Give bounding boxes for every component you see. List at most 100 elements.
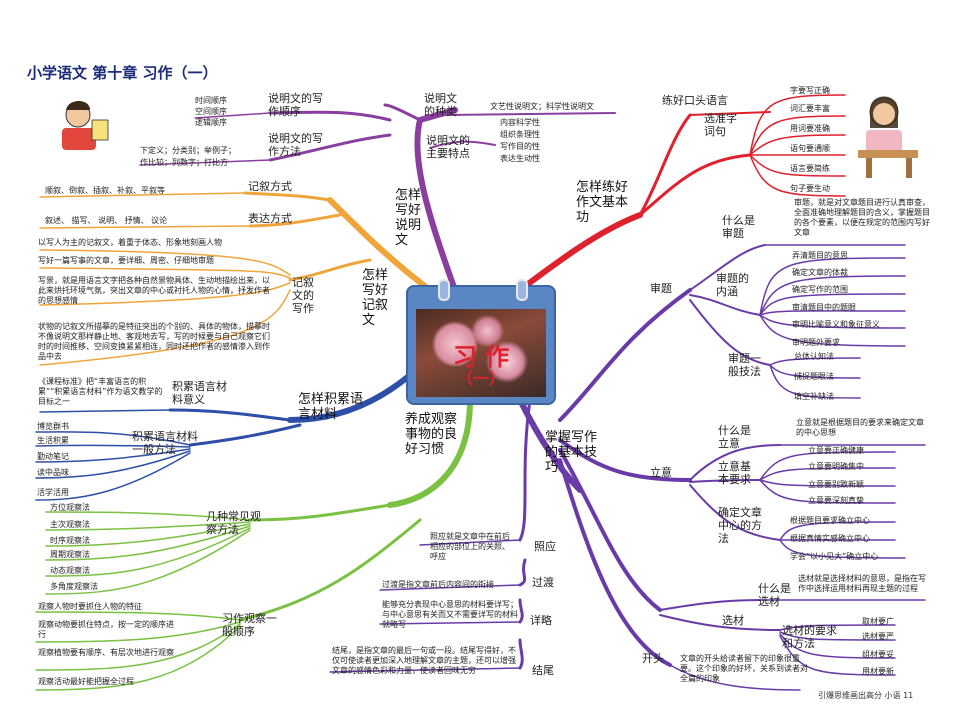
- narr-write-item: 状物的记叙文所描摹的是特征突出的个别的、具体的物体，描摹时不像说明文那样静止地、…: [38, 322, 270, 361]
- acc-methods-label: 积累语言材料一般方法: [132, 430, 198, 456]
- liyi-basic: 立意要明确集中: [808, 462, 864, 471]
- guodu-text: 过渡是指文章前后内容间的衔接: [382, 580, 494, 589]
- xuancai-req: 取材要广: [862, 617, 894, 626]
- narr-write-item: 写好一篇写事的文章，要详细、周密、仔细地审题: [38, 256, 214, 265]
- xuancai-req: 选材要严: [862, 632, 894, 641]
- shenti-content: 审明题外要求: [792, 338, 840, 347]
- expo-order-label: 说明文的写作顺序: [268, 92, 323, 118]
- expo-feature: 组织条理性: [500, 130, 540, 139]
- center-title: 习 作: [452, 343, 510, 371]
- skill-jiewei: 结尾: [532, 664, 554, 677]
- narr-write-item: 写景，就是用语言文字把各种自然景物具体、生动地描绘出来，以此来烘托环境气氛，突出…: [38, 276, 270, 305]
- acc-method: 勤动笔记: [37, 452, 69, 461]
- basic-word: 句子要生动: [790, 184, 830, 193]
- page-footer: 引爆思维画出高分 小语 11: [818, 691, 914, 700]
- expo-feature: 内容科学性: [500, 118, 540, 127]
- expo-method: 作比较；列数字；打比方: [140, 158, 228, 167]
- liyi-center: 根据题目要求确立中心: [790, 516, 870, 525]
- acc-main: 怎样积累语言材料: [298, 392, 364, 422]
- obs-order: 观察人物时要抓住人物的特征: [38, 602, 142, 611]
- xuancai-req: 组材要妥: [862, 650, 894, 659]
- xuancai-req: 用材要新: [862, 667, 894, 676]
- basic-word: 语句要通顺: [790, 144, 830, 153]
- shenti-what-label: 什么是审题: [722, 214, 755, 240]
- expo-feature: 写作目的性: [500, 142, 540, 151]
- basic-oral: 练好口头语言: [662, 94, 728, 107]
- kaitou-text: 文章的开头给读者留下的印象很重要。这个印象的好坏，关系到读者对全篇的印象: [680, 654, 808, 683]
- xianglue-text: 能够充分表现中心意思的材料要详写；与中心意思有关而又不需要详写的材料就略写: [382, 600, 518, 629]
- calendar-ring: [516, 279, 528, 301]
- skill-liyi: 立意: [650, 466, 672, 479]
- expo-order: 逻辑顺序: [195, 118, 227, 127]
- expo-method-label: 说明文的写作方法: [268, 132, 323, 158]
- expo-order: 空间顺序: [195, 107, 227, 116]
- skill-main: 掌握写作的基本技巧: [545, 430, 598, 475]
- obs-order: 观察活动最好能把握全过程: [38, 677, 134, 686]
- skill-zhaoying: 照应: [534, 540, 556, 553]
- skill-kaitou: 开头: [642, 652, 664, 665]
- xuancai-what-label: 什么是选材: [758, 582, 791, 608]
- child-reading-illustration: [62, 101, 109, 150]
- liyi-center: 学会“以小见大”确立中心: [790, 552, 879, 561]
- obs-type: 时序观察法: [50, 536, 90, 545]
- narr-expr: 叙述、 描写、 说明、 抒情、 议论: [45, 216, 168, 225]
- shenti-general-label: 审题一般技法: [728, 352, 761, 378]
- obs-order: 观察植物要有顺序、有层次地进行观察: [38, 648, 174, 657]
- shenti-content: 确定写作的范围: [792, 285, 848, 294]
- obs-type: 主次观察法: [50, 520, 90, 529]
- basic-words-label: 选准字词句: [704, 112, 737, 138]
- shenti-content: 弄清题目的意思: [792, 251, 848, 260]
- narr-main: 怎样写好记叙文: [362, 268, 389, 328]
- acc-meaning: 《课程标准》把“丰富语言的积累”“积累语言材料”作为语文教学的目标之一: [38, 377, 163, 406]
- expo-types: 文艺性说明文；科学性说明文: [490, 102, 594, 111]
- center-subtitle: （一）: [456, 369, 505, 388]
- basic-word: 用词要准确: [790, 124, 830, 133]
- obs-type: 周期观察法: [50, 550, 90, 559]
- narr-expr-label: 表达方式: [248, 212, 292, 225]
- basic-main: 怎样练好作文基本功: [576, 180, 629, 225]
- shenti-content-label: 审题的内涵: [716, 272, 749, 298]
- acc-meaning-label: 积累语言材料意义: [172, 380, 227, 406]
- basic-word: 字要写正确: [790, 86, 830, 95]
- basic-word: 语言要简练: [790, 164, 830, 173]
- obs-order-label: 习作观察一般顺序: [222, 612, 277, 638]
- obs-order: 观察动物要抓住特点，按一定的顺序进行: [38, 620, 174, 639]
- liyi-center-label: 确定文章中心的方法: [718, 506, 762, 545]
- expo-method: 下定义；分类别；举例子；: [140, 146, 236, 155]
- xuancai-what: 选材就是选择材料的意思，是指在写作中选择运用材料再现主题的过程: [798, 574, 926, 593]
- acc-method: 活学活用: [37, 488, 69, 497]
- xuancai-req-label: 选材的要求和方法: [782, 624, 837, 650]
- liyi-basic: 立意要别致新颖: [808, 480, 864, 489]
- liyi-center: 根据真情实感确立中心: [790, 534, 870, 543]
- shenti-what: 审题，就是对文章题目进行认真审查，全面准确地理解题目的含义，掌握题目的各个要素，…: [794, 198, 930, 237]
- basic-word: 词汇要丰富: [790, 104, 830, 113]
- skill-guodu: 过渡: [532, 576, 554, 589]
- page-title: 小学语文 第十章 习作（一）: [27, 64, 218, 82]
- liyi-what-label: 什么是立意: [718, 424, 751, 450]
- skill-xianglue: 详略: [530, 614, 552, 627]
- skill-shenti: 审题: [650, 282, 672, 295]
- obs-type: 方位观察法: [50, 503, 90, 512]
- obs-type: 多角度观察法: [50, 582, 98, 591]
- narr-write-label: 记叙文的写作: [292, 276, 314, 315]
- jiewei-text: 结尾，是指文章的最后一句或一段。结尾写得好，不仅可使读者更加深入地理解文章的主题…: [332, 646, 516, 675]
- expo-types-label: 说明文的种类: [424, 92, 457, 118]
- obs-types-label: 几种常见观察方法: [206, 510, 261, 536]
- acc-method: 博览群书: [37, 422, 69, 431]
- shenti-content: 审清题目中的题眼: [792, 303, 856, 312]
- expo-order: 时间顺序: [195, 96, 227, 105]
- center-calendar-node: 习 作 （一）: [408, 279, 554, 403]
- liyi-basic-label: 立意基本要求: [718, 460, 751, 486]
- expo-features-label: 说明文的主要特点: [426, 134, 470, 160]
- shenti-general: 总体认知法: [794, 352, 834, 361]
- obs-main: 养成观察事物的良好习惯: [405, 412, 458, 457]
- obs-type: 动态观察法: [50, 566, 90, 575]
- zhaoying-text: 照应就是文章中在前后相应的部位上的关照、呼应: [430, 532, 510, 561]
- calendar-ring: [438, 279, 450, 301]
- acc-method: 读中品味: [37, 468, 69, 477]
- skill-xuancai: 选材: [722, 614, 744, 627]
- narr-write-item: 以写人为主的记叙文，着重于体态、形象地刻画人物: [38, 238, 222, 247]
- shenti-general: 捕捉题眼法: [794, 372, 834, 381]
- acc-method: 生活积累: [37, 436, 69, 445]
